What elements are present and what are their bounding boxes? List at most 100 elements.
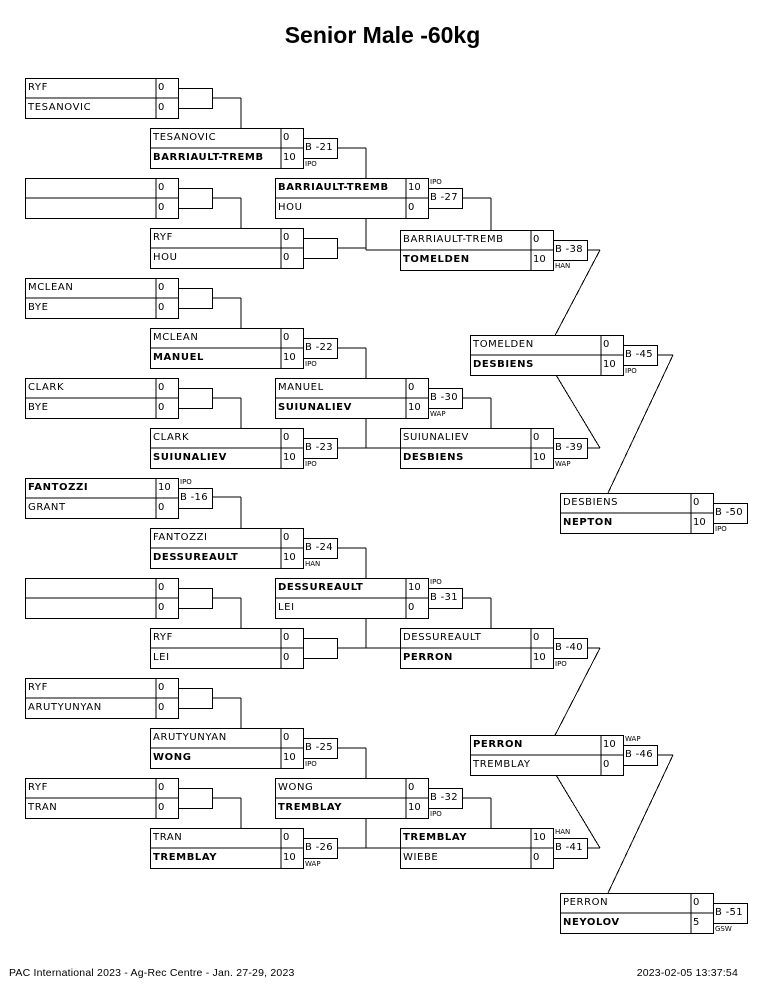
result-code: WAP — [305, 860, 321, 868]
bout-label: B -40 — [555, 642, 583, 653]
competitor-score: 0 — [283, 652, 290, 663]
competitor-name: DESSUREAULT — [278, 582, 364, 593]
competitor-name: WIEBE — [403, 852, 439, 863]
competitor-name: MANUEL — [153, 352, 204, 363]
empty-bout-box — [303, 238, 338, 259]
competitor-score: 0 — [533, 234, 540, 245]
competitor-name: MANUEL — [278, 382, 324, 393]
competitor-score: 5 — [693, 917, 700, 928]
competitor-score: 0 — [158, 302, 165, 313]
competitor-name: SUIUNALIEV — [278, 402, 352, 413]
competitor-name: WONG — [153, 752, 192, 763]
competitor-score: 0 — [408, 382, 415, 393]
competitor-name: LEI — [278, 602, 295, 613]
result-code: IPO — [305, 760, 317, 768]
competitor-name: LEI — [153, 652, 170, 663]
result-code: IPO — [180, 478, 192, 486]
competitor-score: 0 — [158, 682, 165, 693]
competitor-score: 0 — [283, 832, 290, 843]
competitor-name: SUIUNALIEV — [403, 432, 469, 443]
competitor-score: 0 — [283, 252, 290, 263]
competitor-name: RYF — [28, 82, 48, 93]
competitor-name: MCLEAN — [153, 332, 199, 343]
competitor-score: 10 — [283, 352, 296, 363]
competitor-name: DESSUREAULT — [153, 552, 239, 563]
empty-bout-box — [178, 288, 213, 309]
competitor-score: 0 — [408, 202, 415, 213]
competitor-score: 0 — [533, 432, 540, 443]
bout-label: B -25 — [305, 742, 333, 753]
bout-label: B -38 — [555, 244, 583, 255]
competitor-score: 0 — [158, 182, 165, 193]
bout-box — [553, 838, 588, 859]
competitor-score: 0 — [693, 897, 700, 908]
bout-label: B -39 — [555, 442, 583, 453]
competitor-score: 0 — [158, 102, 165, 113]
competitor-score: 10 — [408, 402, 421, 413]
competitor-score: 10 — [533, 652, 546, 663]
result-code: GSW — [715, 925, 732, 933]
bout-label: B -23 — [305, 442, 333, 453]
competitor-name: HOU — [278, 202, 303, 213]
bout-box — [178, 488, 213, 509]
bout-box — [428, 788, 463, 809]
competitor-score: 10 — [533, 832, 546, 843]
competitor-score: 10 — [408, 182, 421, 193]
bout-box — [623, 745, 658, 766]
bout-box — [553, 438, 588, 459]
competitor-name: BARRIAULT-TREMB — [278, 182, 389, 193]
competitor-name: NEYOLOV — [563, 917, 620, 928]
bout-box — [303, 438, 338, 459]
bout-label: B -24 — [305, 542, 333, 553]
competitor-score: 10 — [283, 452, 296, 463]
bout-label: B -16 — [180, 492, 208, 503]
page-title: Senior Male -60kg — [284, 22, 481, 48]
result-code: IPO — [305, 160, 317, 168]
competitor-name: TREMBLAY — [473, 759, 531, 770]
competitor-score: 0 — [283, 232, 290, 243]
result-code: HAN — [305, 560, 321, 568]
empty-bout-box — [178, 388, 213, 409]
bout-box — [713, 903, 748, 924]
competitor-score: 0 — [283, 732, 290, 743]
competitor-name: ARUTYUNYAN — [153, 732, 227, 743]
competitor-name: DESBIENS — [473, 359, 534, 370]
competitor-score: 0 — [158, 282, 165, 293]
competitor-score: 0 — [533, 632, 540, 643]
bout-box — [303, 738, 338, 759]
competitor-score: 0 — [283, 632, 290, 643]
result-code: WAP — [625, 735, 641, 743]
competitor-score: 10 — [533, 254, 546, 265]
competitor-name: RYF — [28, 682, 48, 693]
competitor-name: TRAN — [153, 832, 183, 843]
competitor-name: PERRON — [403, 652, 454, 663]
competitor-score: 0 — [533, 852, 540, 863]
competitor-name: ARUTYUNYAN — [28, 702, 102, 713]
bout-label: B -51 — [715, 907, 743, 918]
bout-box — [428, 188, 463, 209]
result-code: IPO — [305, 460, 317, 468]
result-code: IPO — [625, 367, 637, 375]
footer-event-info: PAC International 2023 - Ag-Rec Centre -… — [9, 967, 295, 979]
competitor-name: RYF — [28, 782, 48, 793]
bout-label: B -26 — [305, 842, 333, 853]
bout-box — [713, 503, 748, 524]
competitor-name: PERRON — [473, 739, 524, 750]
result-code: IPO — [305, 360, 317, 368]
competitor-score: 0 — [603, 339, 610, 350]
competitor-name: CLARK — [28, 382, 65, 393]
competitor-score: 0 — [283, 532, 290, 543]
competitor-name: WONG — [278, 782, 314, 793]
result-code: WAP — [555, 460, 571, 468]
bout-label: B -50 — [715, 507, 743, 518]
competitor-score: 0 — [158, 382, 165, 393]
bout-label: B -27 — [430, 192, 458, 203]
footer-timestamp: 2023-02-05 13:37:54 — [636, 967, 738, 979]
bout-label: B -22 — [305, 342, 333, 353]
competitor-score: 10 — [603, 739, 616, 750]
bout-label: B -46 — [625, 749, 653, 760]
competitor-score: 10 — [158, 482, 171, 493]
competitor-score: 10 — [283, 852, 296, 863]
bout-label: B -45 — [625, 349, 653, 360]
